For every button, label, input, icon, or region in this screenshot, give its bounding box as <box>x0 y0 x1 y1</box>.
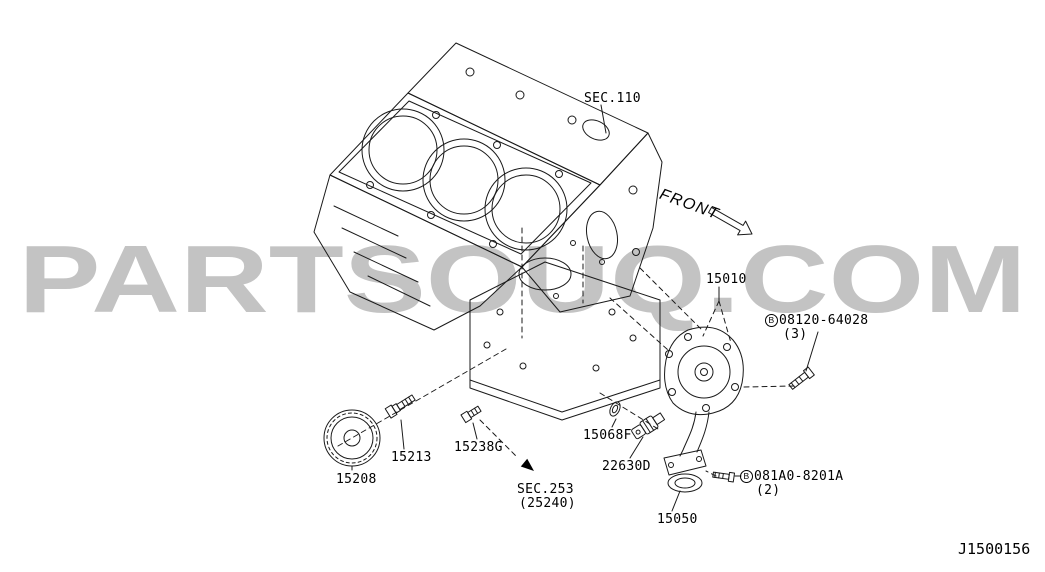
callout-label: 08120-64028 <box>779 313 869 328</box>
sec253-arrow <box>520 458 534 471</box>
circled-b-icon: B <box>740 470 753 483</box>
callout-label: 081A0-8201A <box>754 469 844 484</box>
callout-label: 15208 <box>336 472 377 487</box>
callout-22630D[interactable]: 22630D <box>602 460 651 473</box>
callout-15068F[interactable]: 15068F <box>583 429 632 442</box>
callout-label: 15213 <box>391 450 432 465</box>
bolt-08120-icon <box>788 366 815 390</box>
circled-b-icon: B <box>765 314 778 327</box>
callout-15238G[interactable]: 15238G <box>454 441 503 454</box>
cylinder-bores <box>361 108 568 251</box>
ladder-frame-oil-pan <box>469 257 661 421</box>
oil-filter-stud-bolt <box>384 394 416 419</box>
callout-qty: (3) <box>783 327 808 342</box>
callout-15050[interactable]: 15050 <box>657 513 698 526</box>
oil-pump <box>664 326 744 416</box>
callout-label: 15068F <box>583 428 632 443</box>
leader-lines <box>337 104 819 512</box>
callout-15010[interactable]: 15010 <box>706 273 747 286</box>
callout-15213[interactable]: 15213 <box>391 451 432 464</box>
front-arrow-icon <box>708 206 753 236</box>
callout-label: SEC.253 <box>517 482 574 497</box>
drawing-code: J1500156 <box>958 540 1031 558</box>
oil-pressure-switch <box>631 412 666 440</box>
callout-sec-253[interactable]: SEC.253 (25240) <box>517 483 576 510</box>
callout-label: 15050 <box>657 512 698 527</box>
washer <box>609 401 621 417</box>
callout-ref: (25240) <box>519 496 576 511</box>
callout-qty: (2) <box>756 483 781 498</box>
callout-label: 22630D <box>602 459 651 474</box>
drain-plug <box>460 405 482 424</box>
callout-label: 15238G <box>454 440 503 455</box>
oil-strainer <box>663 411 710 493</box>
callout-15208[interactable]: 15208 <box>336 473 377 486</box>
engine-block <box>313 42 663 331</box>
oil-filter <box>323 409 381 467</box>
callout-label: SEC.110 <box>584 91 641 106</box>
callout-sec-110[interactable]: SEC.110 <box>584 92 641 105</box>
callout-label: 15010 <box>706 272 747 287</box>
